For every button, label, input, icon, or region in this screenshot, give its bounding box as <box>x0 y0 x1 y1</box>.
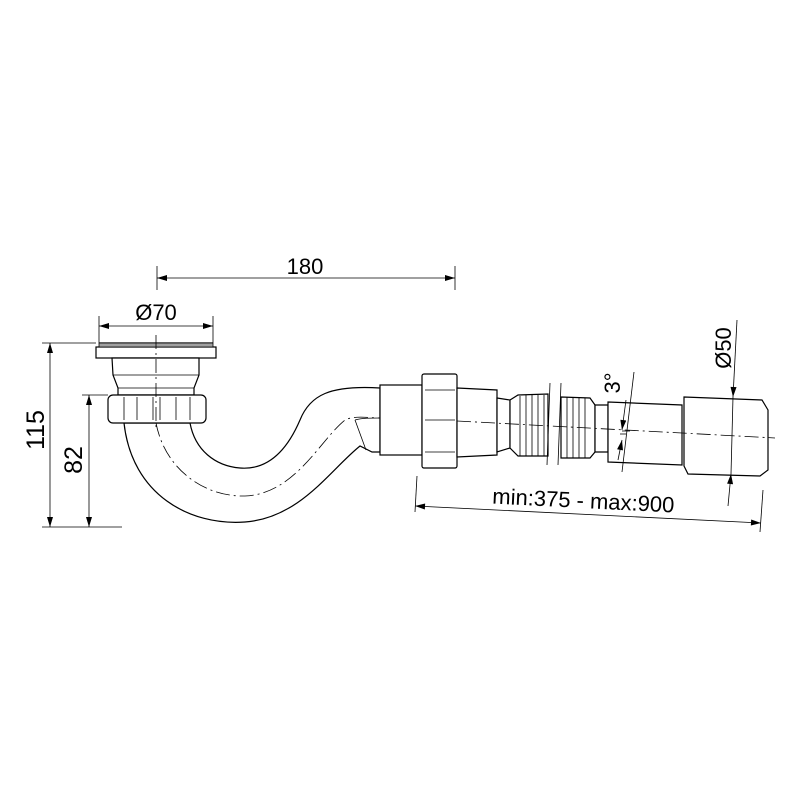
outlet-pipe <box>456 396 776 477</box>
dimension-label-d50: Ø50 <box>711 327 736 369</box>
dimension-82: 82 <box>60 394 108 527</box>
dimension-angle: 3° <box>600 371 635 473</box>
dimension-label-180: 180 <box>287 254 324 279</box>
dimension-label-length: min:375 - max:900 <box>492 484 675 518</box>
dimension-outlet-diameter: Ø50 <box>711 319 738 507</box>
dimension-115: 115 <box>22 342 122 528</box>
drain-head <box>95 335 217 430</box>
dimension-label-d70: Ø70 <box>135 300 177 325</box>
dimension-label-115: 115 <box>22 410 50 450</box>
dimension-label-82: 82 <box>60 446 88 474</box>
dimension-label-angle: 3° <box>600 372 625 393</box>
dimension-flange-diameter: Ø70 <box>98 300 214 348</box>
dimension-length: min:375 - max:900 <box>414 475 764 533</box>
dimension-180: 180 <box>156 254 456 290</box>
union-nut <box>379 373 498 469</box>
